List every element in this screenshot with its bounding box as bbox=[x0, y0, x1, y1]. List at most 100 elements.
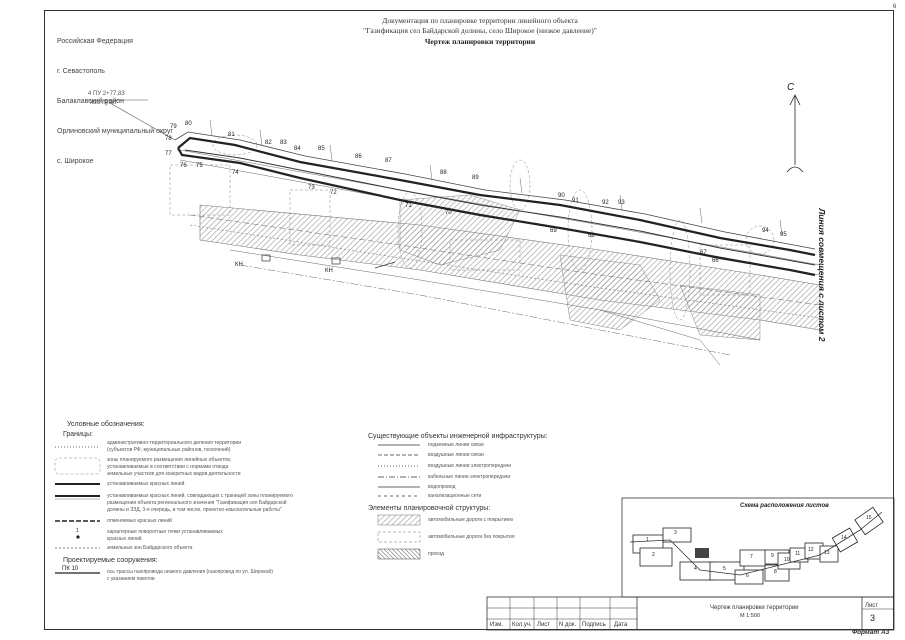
legend-border-4a: устанавливаемых красных линий, совпадающ… bbox=[107, 493, 293, 499]
point-label: 89 bbox=[472, 175, 479, 181]
point-label: 84 bbox=[294, 146, 301, 152]
index-sheet: 9 bbox=[771, 553, 774, 559]
legend-structure: автомобильные дороги с покрытием bbox=[428, 517, 513, 523]
legend-utility: подземные линии связи bbox=[428, 442, 484, 448]
header-line-1: Документация по планировке территории ли… bbox=[382, 16, 578, 25]
point-label: 73 bbox=[308, 185, 315, 191]
point-label: 76 bbox=[180, 163, 187, 169]
legend-border-2c: земельных участков для конкретных видов … bbox=[107, 471, 241, 477]
legend-border-5: отменяемых красных линий bbox=[107, 518, 172, 524]
stamp-col: Изм. bbox=[490, 622, 503, 628]
index-sheet: 15 bbox=[866, 515, 872, 521]
gas-pipeline-axis bbox=[184, 149, 816, 266]
index-sheet: 11 bbox=[795, 551, 801, 557]
index-sheet: 1 bbox=[646, 537, 649, 543]
point-label: 85 bbox=[318, 146, 325, 152]
point-label: 67 bbox=[700, 250, 707, 256]
point-label: 83 bbox=[280, 140, 287, 146]
point-label: 91 bbox=[572, 198, 579, 204]
stamp-drawing-name: Чертеж планировки территории bbox=[710, 605, 799, 611]
index-sheet: 4 bbox=[694, 566, 697, 572]
stamp-col: N док. bbox=[559, 622, 577, 628]
point-label: 90 bbox=[558, 193, 565, 199]
kn-marks bbox=[261, 254, 396, 269]
stamp-col: Дата bbox=[614, 622, 628, 628]
legend-border-4b: размещения объекта регионального значени… bbox=[107, 500, 287, 506]
point-label: 81 bbox=[228, 132, 235, 138]
index-sheet: 6 bbox=[746, 573, 749, 579]
legend-utility: воздушные линии связи bbox=[428, 452, 484, 458]
stamp-col: Подпись bbox=[582, 622, 606, 628]
legend-utility: кабельные линии электропередачи bbox=[428, 474, 511, 480]
index-map-title: Схема расположения листов bbox=[740, 503, 829, 509]
cross-ticks bbox=[209, 119, 783, 236]
point-label: 69 bbox=[550, 228, 557, 234]
index-sheet: 13 bbox=[824, 550, 830, 556]
legend-utility: водопровод bbox=[428, 484, 456, 490]
point-label: 87 bbox=[385, 158, 392, 164]
stamp-col: Лист bbox=[537, 622, 551, 628]
north-label: С bbox=[787, 82, 795, 93]
legend-border-1a: административно-территориального деления… bbox=[107, 440, 241, 446]
admin-line: с. Широкое bbox=[57, 158, 94, 165]
point-label: 86 bbox=[355, 154, 362, 160]
index-sheet: 3 bbox=[674, 530, 677, 536]
sheet-frame bbox=[44, 10, 894, 630]
legend-border-6a: характерные поворотные точки устанавлива… bbox=[107, 529, 223, 535]
legend-title: Условные обозначения: bbox=[67, 421, 145, 428]
legend-border-6b: красных линий bbox=[107, 536, 142, 542]
point-label: 70 bbox=[445, 210, 452, 216]
legend-design-head: Проектируемые сооружения: bbox=[63, 557, 158, 564]
callout-leader bbox=[88, 99, 176, 141]
legend-design-item-1: ось трассы газопровода низкого давления … bbox=[107, 569, 273, 575]
callout-line-1: 4 ПУ 2+77,83 bbox=[88, 91, 125, 97]
header-line-2: "Газификация сел Байдарской долины, село… bbox=[363, 26, 597, 35]
legend-design-item-2: с указанием пикетов bbox=[107, 576, 155, 582]
point-label: 82 bbox=[265, 140, 272, 146]
index-sheet: 7 bbox=[750, 554, 753, 560]
legend-utilities-head: Существующие объекты инженерной инфрастр… bbox=[368, 433, 548, 440]
admin-block: Российская Федерация г. Севастополь Бала… bbox=[57, 17, 173, 187]
index-sheet: 14 bbox=[841, 535, 847, 541]
point-label: 94 bbox=[762, 228, 769, 234]
legend-structure: проезд bbox=[428, 551, 445, 557]
road-band bbox=[199, 194, 821, 341]
index-sheet: 5 bbox=[723, 566, 726, 572]
legend-border-2a: зоны планируемого размещения линейных об… bbox=[107, 457, 232, 463]
zone-boundaries bbox=[169, 134, 775, 321]
index-sheet: 8 bbox=[774, 569, 777, 575]
stamp-sheet-number: 3 bbox=[870, 613, 876, 623]
kn-label: КН bbox=[325, 268, 333, 274]
point-label: 68 bbox=[588, 233, 595, 239]
legend-border-4c: долины и ЗЗД, 3-я очередь, в том числе, … bbox=[107, 507, 282, 513]
point-label: 74 bbox=[232, 170, 239, 176]
legend-structure: автомобильные дороги без покрытия bbox=[428, 534, 515, 540]
admin-line: Балаклавский район bbox=[57, 98, 125, 105]
index-sheet: 2 bbox=[652, 552, 655, 558]
point-label: 66 bbox=[712, 258, 719, 264]
point-label: 80 bbox=[185, 121, 192, 127]
admin-line: Орлиновский муниципальный округ bbox=[57, 128, 173, 135]
point-label: 72 bbox=[330, 190, 337, 196]
stamp-sheet-label: Лист bbox=[865, 603, 879, 609]
legend-border-7: земельных зон Байдарского объекта bbox=[107, 545, 193, 551]
kn-label: КН bbox=[235, 262, 243, 268]
point-label: 78 bbox=[165, 136, 172, 142]
legend-structure-head: Элементы планировочной структуры: bbox=[368, 505, 491, 512]
point-label: 95 bbox=[780, 232, 787, 238]
page-number: 6 bbox=[893, 4, 897, 10]
red-line bbox=[177, 136, 816, 277]
legend-border-1b: (субъектов РФ, муниципальных районов, по… bbox=[107, 447, 231, 453]
legend-border-3: устанавливаемых красных линий bbox=[107, 481, 185, 487]
legend-border-2b: устанавливаемые в соответствии с нормами… bbox=[107, 464, 229, 470]
point-label: 71 bbox=[405, 203, 412, 209]
legend-design-code: ПК 10 bbox=[62, 566, 79, 572]
point-label: 79 bbox=[170, 124, 177, 130]
index-sheet: 10 bbox=[784, 557, 790, 563]
callout-line-2: хоз. пункт bbox=[90, 100, 118, 106]
